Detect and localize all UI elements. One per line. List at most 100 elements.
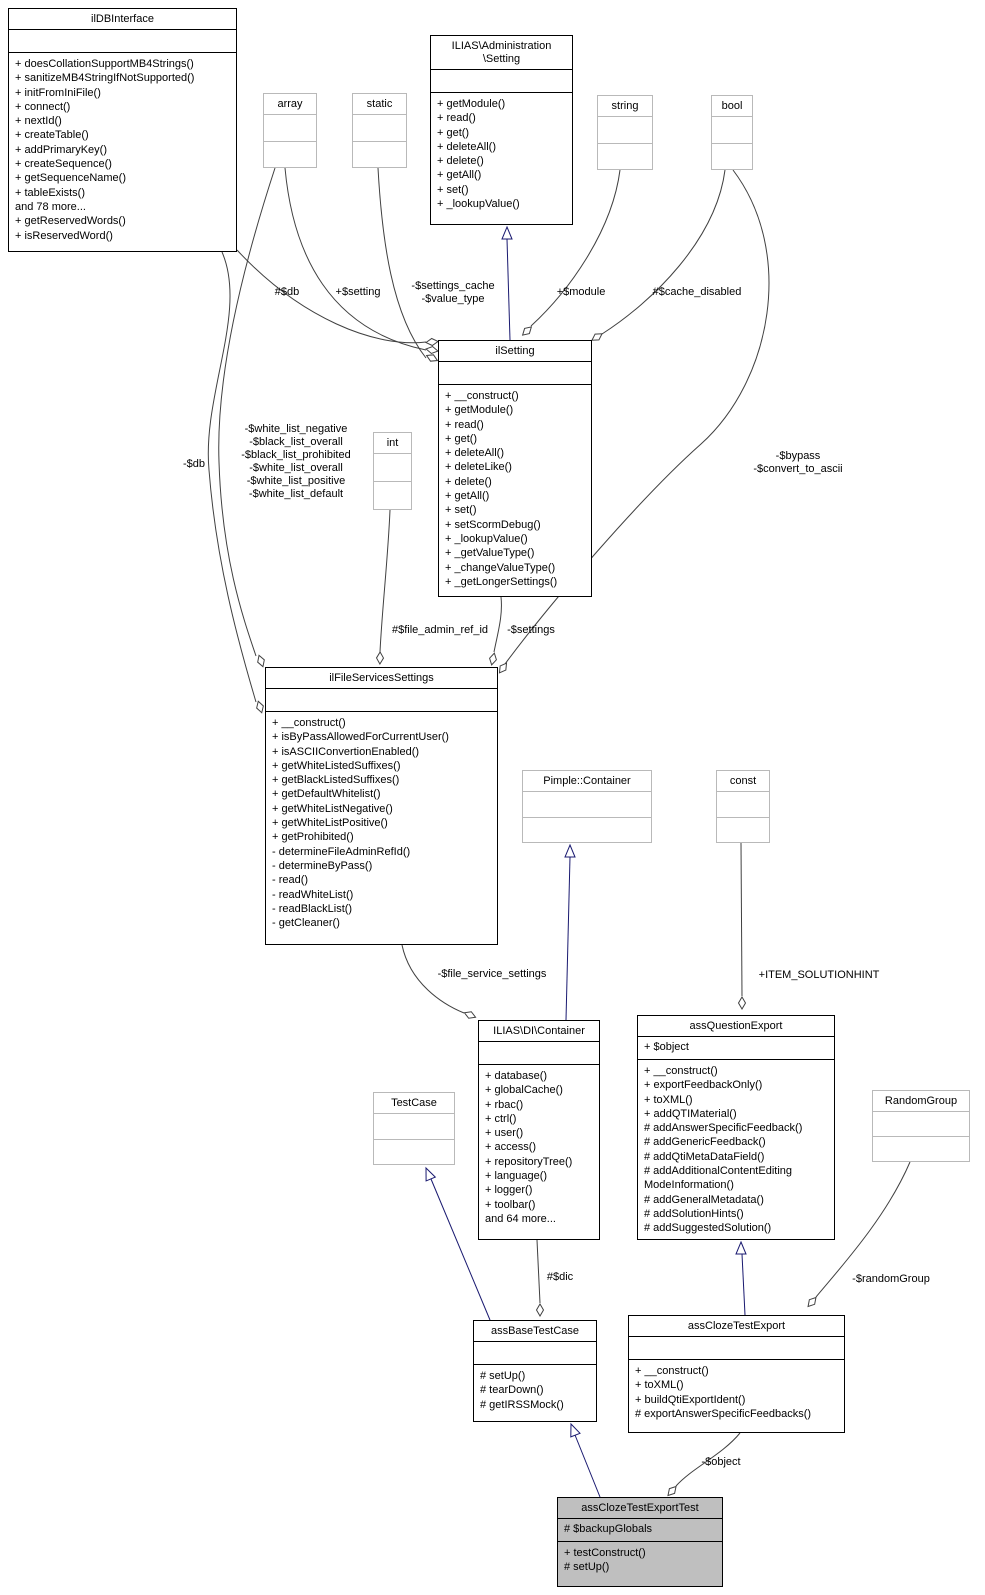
class-title: ilDBInterface [9, 9, 236, 30]
edge-file-admin-ref-id [379, 509, 391, 653]
class-attributes: # $backupGlobals [558, 1519, 722, 1542]
edge-label-item-solutionhint: +ITEM_SOLUTIONHINT [758, 969, 880, 981]
diamond-settings-cache [425, 354, 439, 362]
edge-settings-cache [377, 167, 427, 359]
member-line: + _lookupValue() [437, 198, 520, 211]
diamond-item-solutionhint [737, 996, 747, 1010]
class-methods: + __construct() + isByPassAllowedForCurre… [266, 712, 497, 944]
type-box-string: string [597, 95, 653, 170]
class-title: const [717, 771, 769, 792]
empty-section [598, 117, 652, 143]
edge-label-file-admin-ref-id: #$file_admin_ref_id [391, 624, 489, 636]
edge-label-db-private: -$db [182, 458, 206, 470]
class-attributes [474, 1342, 596, 1365]
member-line: ModeInformation() [644, 1179, 734, 1192]
edge-label-module: +$module [556, 286, 606, 298]
member-line: + sanitizeMB4StringIfNotSupported() [15, 72, 195, 85]
member-line: + _lookupValue() [445, 532, 528, 545]
empty-section [712, 142, 752, 170]
empty-section [873, 1136, 969, 1161]
member-line: + rbac() [485, 1098, 524, 1111]
member-line: + set() [445, 504, 477, 517]
class-attributes [479, 1042, 599, 1065]
member-line: # setUp() [480, 1370, 526, 1382]
class-title: ILIAS\Administration \Setting [431, 36, 572, 70]
diamond-cache-disabled [591, 333, 603, 341]
class-methods: # setUp()# tearDown()# getIRSSMock() [474, 1365, 596, 1421]
class-title: assClozeTestExport [629, 1316, 844, 1337]
empty-section [264, 140, 316, 168]
edge-inherit-clozeexporttest [574, 1434, 601, 1498]
class-box-assbasetestcase[interactable]: assBaseTestCase # setUp()# tearDown()# g… [473, 1320, 597, 1422]
class-title: bool [712, 96, 752, 117]
member-line: + getWhiteListPositive() [272, 817, 388, 830]
empty-section [523, 792, 651, 817]
member-line: + toXML() [644, 1093, 693, 1106]
member-line: + delete() [445, 475, 492, 488]
edge-label-settings-private: -$settings [507, 624, 555, 636]
empty-section [374, 481, 411, 509]
member-line: + _getLongerSettings() [445, 575, 558, 588]
empty-section [523, 816, 651, 843]
member-line: + isByPassAllowedForCurrentUser() [272, 731, 449, 744]
member-line: + testConstruct() [564, 1547, 646, 1559]
member-line: + _getValueType() [445, 547, 535, 560]
member-line: + getModule() [437, 98, 506, 110]
edge-label-dic: #$dic [546, 1271, 574, 1283]
empty-section [717, 816, 769, 843]
member-line: + nextId() [15, 115, 62, 128]
type-box-bool: bool [711, 95, 753, 170]
class-box-ilsetting[interactable]: ilSetting + __construct()+ getModule()+ … [438, 340, 592, 597]
member-line: + _changeValueType() [445, 561, 556, 574]
class-box-ilias-di-container[interactable]: ILIAS\DI\Container + database()+ globalC… [478, 1020, 600, 1240]
diamond-file-admin-ref-id [375, 651, 385, 665]
class-box-ildbinterface[interactable]: ilDBInterface + doesCollationSupportMB4S… [8, 8, 237, 252]
member-line: + __construct() [272, 717, 346, 729]
type-box-randomgroup: RandomGroup [872, 1090, 970, 1162]
member-line: + delete() [437, 155, 484, 168]
member-line: + doesCollationSupportMB4Strings() [15, 58, 194, 70]
member-line: + toolbar() [485, 1198, 536, 1211]
member-line: # $backupGlobals [564, 1523, 653, 1535]
edge-label-db-protected: #$db [274, 286, 300, 298]
member-line: + getWhiteListNegative() [272, 802, 393, 815]
member-line: + repositoryTree() [485, 1155, 573, 1168]
diamond-db-protected [425, 337, 439, 347]
member-line: - determineFileAdminRefId() [272, 845, 411, 858]
member-line: + language() [485, 1170, 548, 1183]
member-line: + initFromIniFile() [15, 86, 101, 99]
member-line: + database() [485, 1070, 548, 1082]
empty-section [374, 1114, 454, 1139]
class-box-ilias-administration-setting[interactable]: ILIAS\Administration \Setting + getModul… [430, 35, 573, 225]
class-methods: + __construct()+ toXML()+ buildQtiExport… [629, 1360, 844, 1432]
member-line: + getModule() [445, 404, 514, 417]
edge-inherit-dicontainer [565, 856, 571, 1021]
type-box-const: const [716, 770, 770, 843]
member-line: + getProhibited() [272, 831, 354, 844]
type-box-pimple-container: Pimple::Container [522, 770, 652, 843]
edge-item-solutionhint [740, 842, 743, 997]
edge-label-white-lists: -$white_list_negative -$black_list_overa… [241, 423, 351, 500]
empty-section [353, 140, 406, 168]
class-methods: + database()+ globalCache()+ rbac()+ ctr… [479, 1065, 599, 1239]
class-attributes [629, 1337, 844, 1360]
edge-settings-private [493, 596, 502, 653]
class-methods: + doesCollationSupportMB4Strings() + sani… [9, 53, 236, 251]
edge-label-file-service-settings: -$file_service_settings [437, 968, 547, 980]
edge-inherit-ilsetting [506, 238, 511, 341]
class-title: ilSetting [439, 341, 591, 362]
type-box-testcase: TestCase [373, 1092, 455, 1165]
class-box-assclozetestexporttest-current: assClozeTestExportTest # $backupGlobals … [557, 1497, 723, 1587]
class-box-ilfileservicessettings[interactable]: ilFileServicesSettings + __construct()+ … [265, 667, 498, 945]
member-line: + isReservedWord() [15, 229, 113, 242]
edge-db-protected [236, 249, 427, 344]
edge-label-object: -$object [701, 1456, 741, 1468]
class-box-assquestionexport[interactable]: assQuestionExport + $object + __construc… [637, 1015, 835, 1240]
class-title: int [374, 433, 411, 454]
member-line: + createSequence() [15, 158, 112, 171]
member-line: + connect() [15, 100, 71, 113]
class-box-assclozetestexport[interactable]: assClozeTestExport + __construct()+ toXM… [628, 1315, 845, 1433]
member-line: + read() [437, 112, 476, 125]
member-line: # addGenericFeedback() [644, 1136, 766, 1149]
diamond-module [521, 326, 533, 336]
